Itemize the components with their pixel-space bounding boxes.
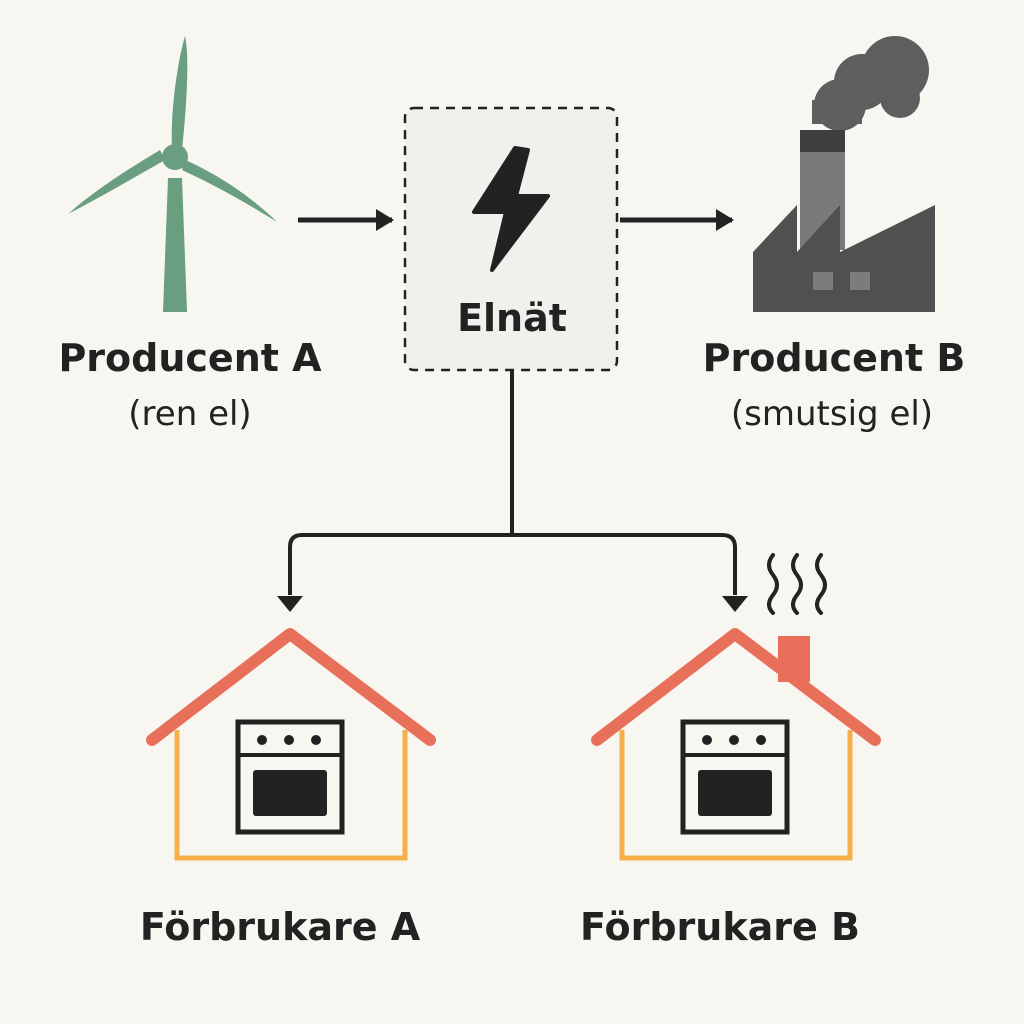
grid-to-consumers-line xyxy=(288,370,737,595)
wind-turbine-icon xyxy=(68,36,277,312)
factory-icon xyxy=(753,36,935,312)
arrow-to-consumer-b xyxy=(722,596,748,612)
lightning-bolt-icon xyxy=(472,146,550,272)
producer-b-type: (smutsig el) xyxy=(730,394,934,434)
house-icon xyxy=(146,628,436,861)
consumer-b-name: Förbrukare B xyxy=(580,905,860,949)
stove-icon xyxy=(235,719,345,835)
stove-icon xyxy=(680,719,790,835)
consumer-a-name: Förbrukare A xyxy=(139,905,421,949)
grid-label: Elnät xyxy=(457,296,567,340)
house-with-smoking-chimney-icon xyxy=(591,553,881,861)
arrow-to-consumer-a xyxy=(277,596,303,612)
smoke-icon xyxy=(812,36,929,131)
steam-icon xyxy=(767,553,827,615)
producer-b-name: Producent B xyxy=(702,336,966,380)
producer-a-type: (ren el) xyxy=(128,394,252,434)
producer-a-name: Producent A xyxy=(58,336,322,380)
